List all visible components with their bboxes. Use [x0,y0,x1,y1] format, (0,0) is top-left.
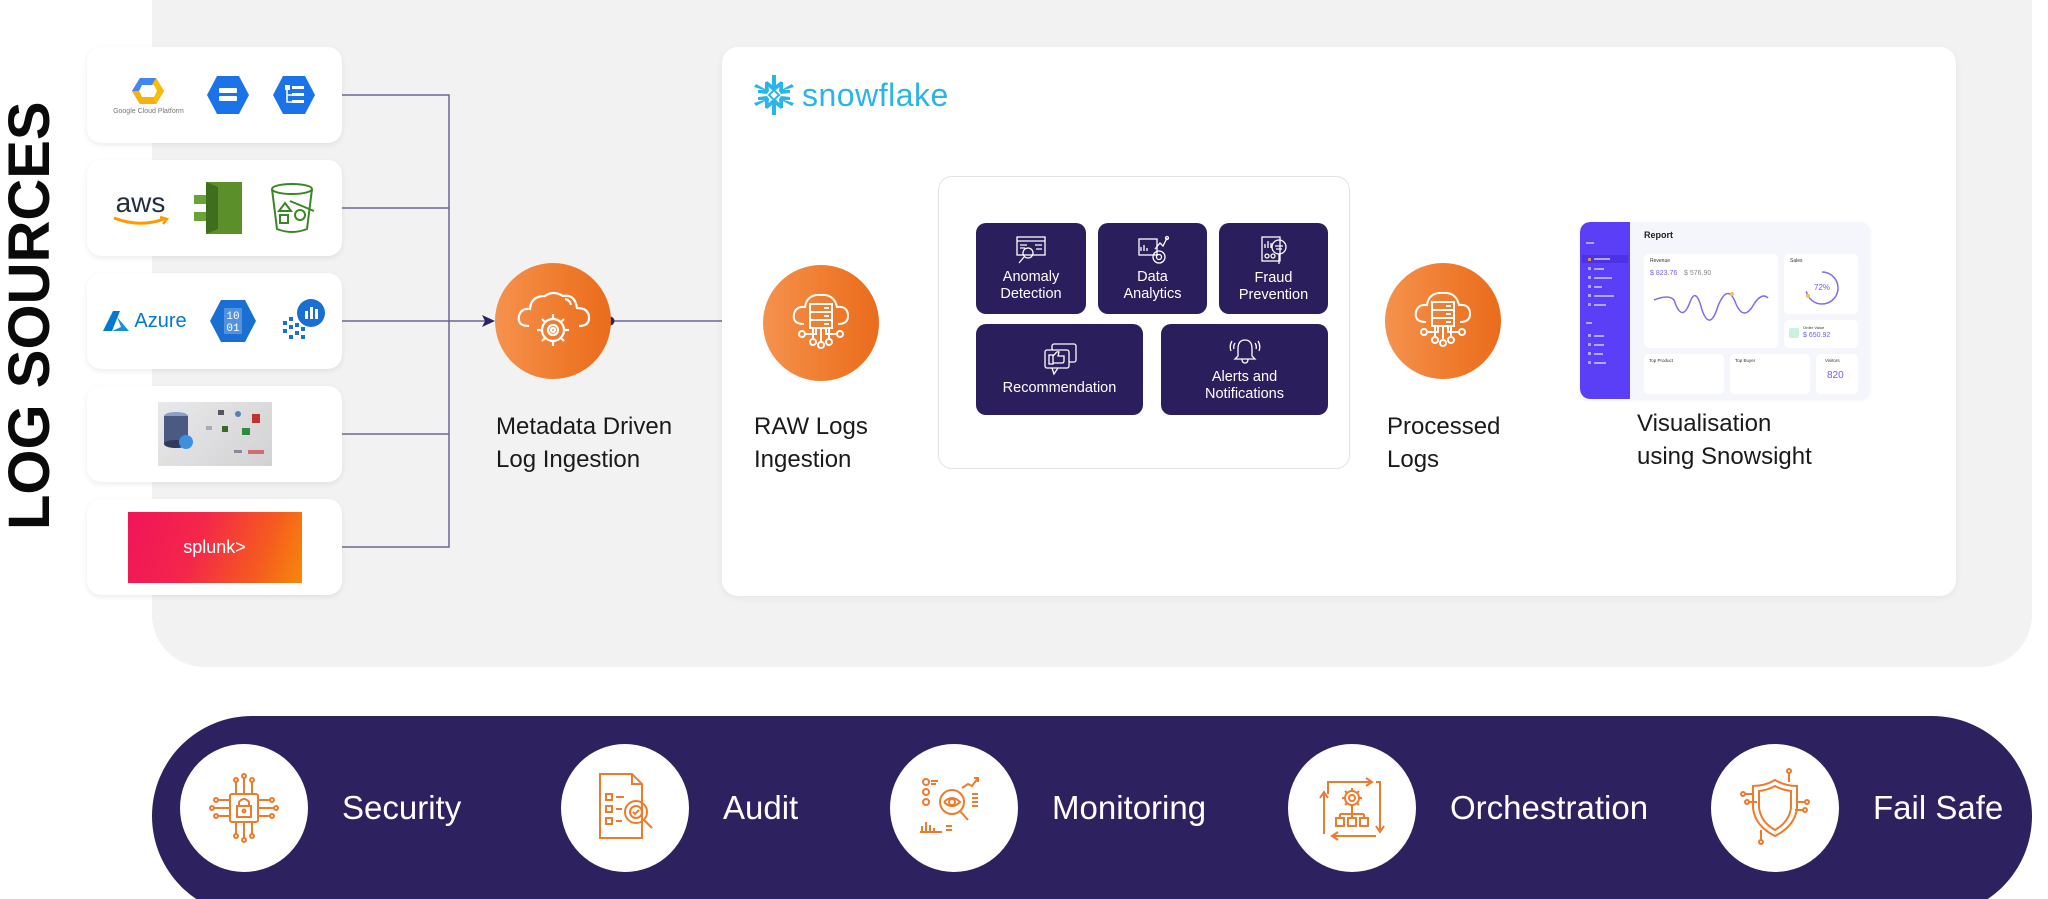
metadata-ingestion-node[interactable] [495,263,611,379]
source-aws[interactable]: aws [87,160,342,256]
aws-logo: aws [112,189,170,226]
monitoring-eye-icon [920,777,979,833]
dashboard-title: Report [1644,230,1673,240]
document-audit-icon [599,773,653,839]
svg-text:10: 10 [226,311,239,323]
source-splunk[interactable]: splunk> [87,499,342,595]
top-buyer-card: Top Buyer [1730,354,1810,394]
feature-monitoring[interactable]: Monitoring [890,744,1206,872]
raw-logs-node[interactable] [763,265,879,381]
snowflake-logo: snowflake [752,73,949,117]
feature-orchestration[interactable]: Orchestration [1288,744,1648,872]
gcp-logging-icon [272,76,315,114]
log-sources-title: LOG SOURCES [0,101,62,530]
tile-recommendation[interactable]: Recommendation [976,324,1143,415]
source-google-cloud[interactable]: Google Cloud Platform [87,47,342,143]
tile-alerts-notifications[interactable]: Alerts and Notifications [1161,324,1328,415]
revenue-card: Revenue $ 823.76 $ 576.90 [1644,254,1778,348]
cloud-server-icon [1414,291,1472,347]
splunk-logo: splunk> [127,511,302,583]
snowflake-icon [754,75,794,115]
source-databases[interactable] [87,386,342,482]
visualisation-label: Visualisation using Snowsight [1637,410,1812,470]
feature-security[interactable]: Security [180,744,461,872]
tile-anomaly-detection[interactable]: Anomaly Detection [976,223,1086,314]
alarm-bell-icon [1229,338,1260,364]
cloud-gear-icon [517,291,591,346]
tile-data-analytics[interactable]: Data Analytics [1098,223,1207,314]
visitors-card: Visitors 820 [1816,354,1858,394]
feature-audit[interactable]: Audit [561,744,798,872]
azure-monitor-icon [282,299,325,339]
processed-logs-label: Processed Logs [1387,413,1501,473]
gcp-storage-icon [206,76,249,114]
snowsight-dashboard-preview[interactable]: Report Revenue $ 823.76 $ 576.90 Sales 7… [1580,222,1870,399]
data-analytics-icon [1137,235,1169,264]
dashboard-sidebar [1580,222,1630,399]
thumbs-up-chat-icon [1043,343,1077,376]
feature-fail-safe[interactable]: Fail Safe [1711,744,2003,872]
google-cloud-platform-logo: Google Cloud Platform [113,76,184,115]
chip-lock-icon [209,773,279,843]
orchestration-gear-icon [1319,777,1385,841]
azure-logo: Azure [102,310,187,333]
anomaly-search-icon [1016,235,1046,263]
cloud-server-icon [792,293,850,349]
shield-circuit-icon [1740,768,1810,845]
metadata-ingestion-label: Metadata Driven Log Ingestion [496,413,673,473]
fraud-prevention-icon [1260,235,1287,264]
aws-s3-bucket-icon [270,183,314,233]
processed-logs-node[interactable] [1385,263,1501,379]
order-value-card: Order Value $ 650.92 [1784,320,1858,348]
sales-card: Sales 72% [1784,254,1858,314]
aws-cloudwatch-icon [193,182,242,234]
database-collage-image [157,402,272,466]
raw-logs-label: RAW Logs Ingestion [754,413,868,473]
analytics-group [938,176,1350,469]
top-product-card: Top Product [1644,354,1724,394]
svg-text:01: 01 [226,323,240,335]
tile-fraud-prevention[interactable]: Fraud Prevention [1219,223,1328,314]
